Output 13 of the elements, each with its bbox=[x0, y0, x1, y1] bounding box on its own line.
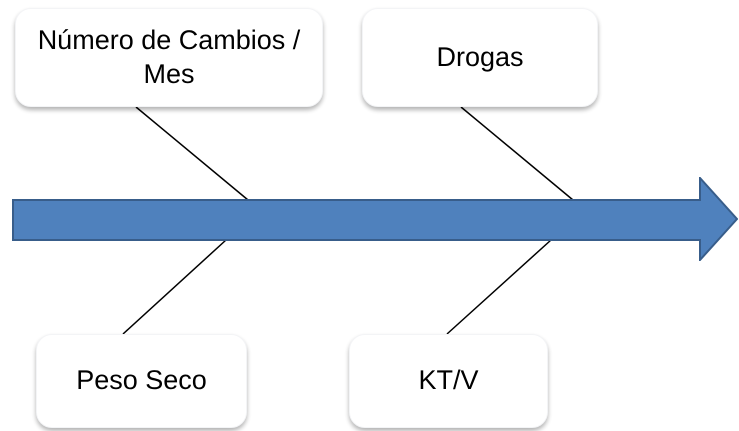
connector-line bbox=[136, 106, 248, 201]
cause-label: Número de Cambios / Mes bbox=[36, 24, 302, 90]
connector-line bbox=[460, 106, 574, 201]
cause-label: KT/V bbox=[418, 364, 478, 398]
main-arrow bbox=[12, 177, 738, 261]
connector-line bbox=[446, 239, 552, 335]
cause-box bbox=[349, 334, 548, 428]
cause-label: Drogas bbox=[436, 40, 524, 74]
cause-box bbox=[362, 8, 598, 107]
cause-box bbox=[36, 334, 247, 428]
connector-line bbox=[122, 239, 226, 335]
cause-label: Peso Seco bbox=[76, 364, 207, 398]
cause-box bbox=[15, 8, 323, 107]
